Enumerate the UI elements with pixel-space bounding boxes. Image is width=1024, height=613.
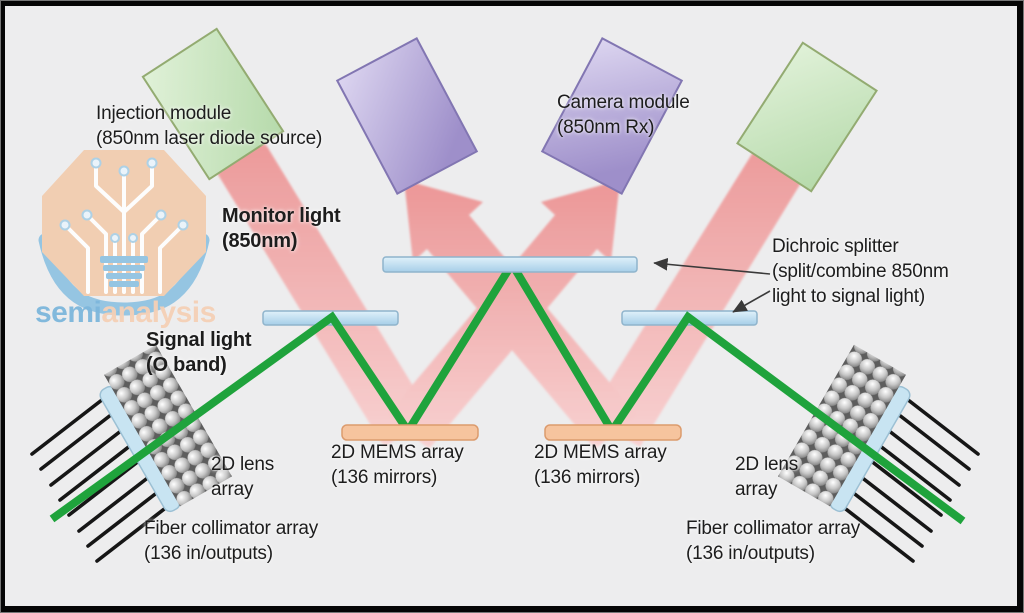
camera-module-label-line1: Camera module	[557, 92, 690, 113]
pointer-arrow-to-center-splitter	[653, 257, 771, 275]
lens-array-right-label-line2: array	[735, 479, 778, 500]
mems-array-right-label-line1: 2D MEMS array	[534, 442, 667, 463]
dichroic-splitter-label-line1: Dichroic splitter	[772, 236, 899, 257]
monitor-light-label: Monitor light (850nm)	[222, 204, 341, 254]
monitor-light-label-line1: Monitor light	[222, 205, 341, 227]
injection-module-label-line2: (850nm laser diode source)	[96, 128, 323, 149]
semianalysis-wordmark: semianalysis	[35, 298, 216, 328]
monitor-light-label-line2: (850nm)	[222, 230, 298, 252]
mems-array-left-label-line2: (136 mirrors)	[331, 467, 438, 488]
camera-module-label-line2: (850nm Rx)	[557, 117, 655, 138]
lens-array-left-label: 2D lens array	[211, 452, 274, 502]
logo-base-arc	[38, 233, 210, 316]
camera-module-right-shape	[540, 37, 684, 195]
beam-injection-left	[206, 125, 432, 447]
injection-module-right-shape	[736, 41, 878, 193]
semianalysis-logo	[38, 150, 210, 316]
signal-light-label-line1: Signal light	[146, 329, 252, 351]
lens-array-right-label: 2D lens array	[735, 452, 798, 502]
lens-array-right-label-line1: 2D lens	[735, 454, 799, 475]
fiber-collimator-array-left	[30, 344, 232, 563]
wordmark-analysis: analysis	[101, 296, 216, 329]
injection-module-label-line1: Injection module	[96, 103, 232, 124]
dichroic-splitter-label-line2: (split/combine 850nm	[772, 261, 949, 282]
fiber-array-right-label-line2: (136 in/outputs)	[686, 543, 815, 564]
fiber-array-left-label-line2: (136 in/outputs)	[144, 543, 273, 564]
wordmark-semi: semi	[35, 296, 102, 329]
camera-module-left-shape	[335, 37, 479, 195]
mems-array-left-label: 2D MEMS array (136 mirrors)	[331, 440, 464, 490]
lens-array-left-label-line2: array	[211, 479, 254, 500]
lens-array-bubbles-left	[104, 344, 232, 507]
signal-light-label-line2: (O band)	[146, 354, 227, 376]
mems-array-left-label-line1: 2D MEMS array	[331, 442, 464, 463]
mems-array-right-label-line2: (136 mirrors)	[534, 467, 641, 488]
pointer-arrows	[653, 257, 771, 313]
mems-array-right-shape	[544, 424, 682, 441]
dichroic-splitter-label-line3: light to signal light)	[772, 286, 925, 307]
fiber-array-left-label-line1: Fiber collimator array	[144, 518, 319, 539]
dichroic-splitter-center-shape	[382, 256, 638, 273]
fiber-array-right-label-line1: Fiber collimator array	[686, 518, 861, 539]
pointer-arrow-to-right-splitter	[732, 290, 771, 313]
beam-injection-right	[588, 125, 818, 447]
injection-module-left-shape	[141, 27, 285, 181]
mems-array-left-shape	[341, 424, 479, 441]
fiber-lines-left	[30, 394, 174, 563]
injection-module-label: Injection module (850nm laser diode sour…	[96, 101, 322, 151]
lens-array-bubbles-right	[778, 344, 906, 507]
fiber-lines-right	[836, 394, 980, 563]
signal-light-label: Signal light (O band)	[146, 328, 252, 378]
camera-module-label: Camera module (850nm Rx)	[557, 90, 690, 140]
fiber-array-left-label: Fiber collimator array (136 in/outputs)	[144, 516, 318, 566]
lens-array-left-label-line1: 2D lens	[211, 454, 275, 475]
fiber-array-right-label: Fiber collimator array (136 in/outputs)	[686, 516, 860, 566]
logo-circuit-dots	[59, 157, 189, 243]
logo-bulb-base	[100, 256, 148, 287]
mems-array-right-label: 2D MEMS array (136 mirrors)	[534, 440, 667, 490]
dichroic-splitter-label: Dichroic splitter (split/combine 850nm l…	[772, 234, 949, 309]
